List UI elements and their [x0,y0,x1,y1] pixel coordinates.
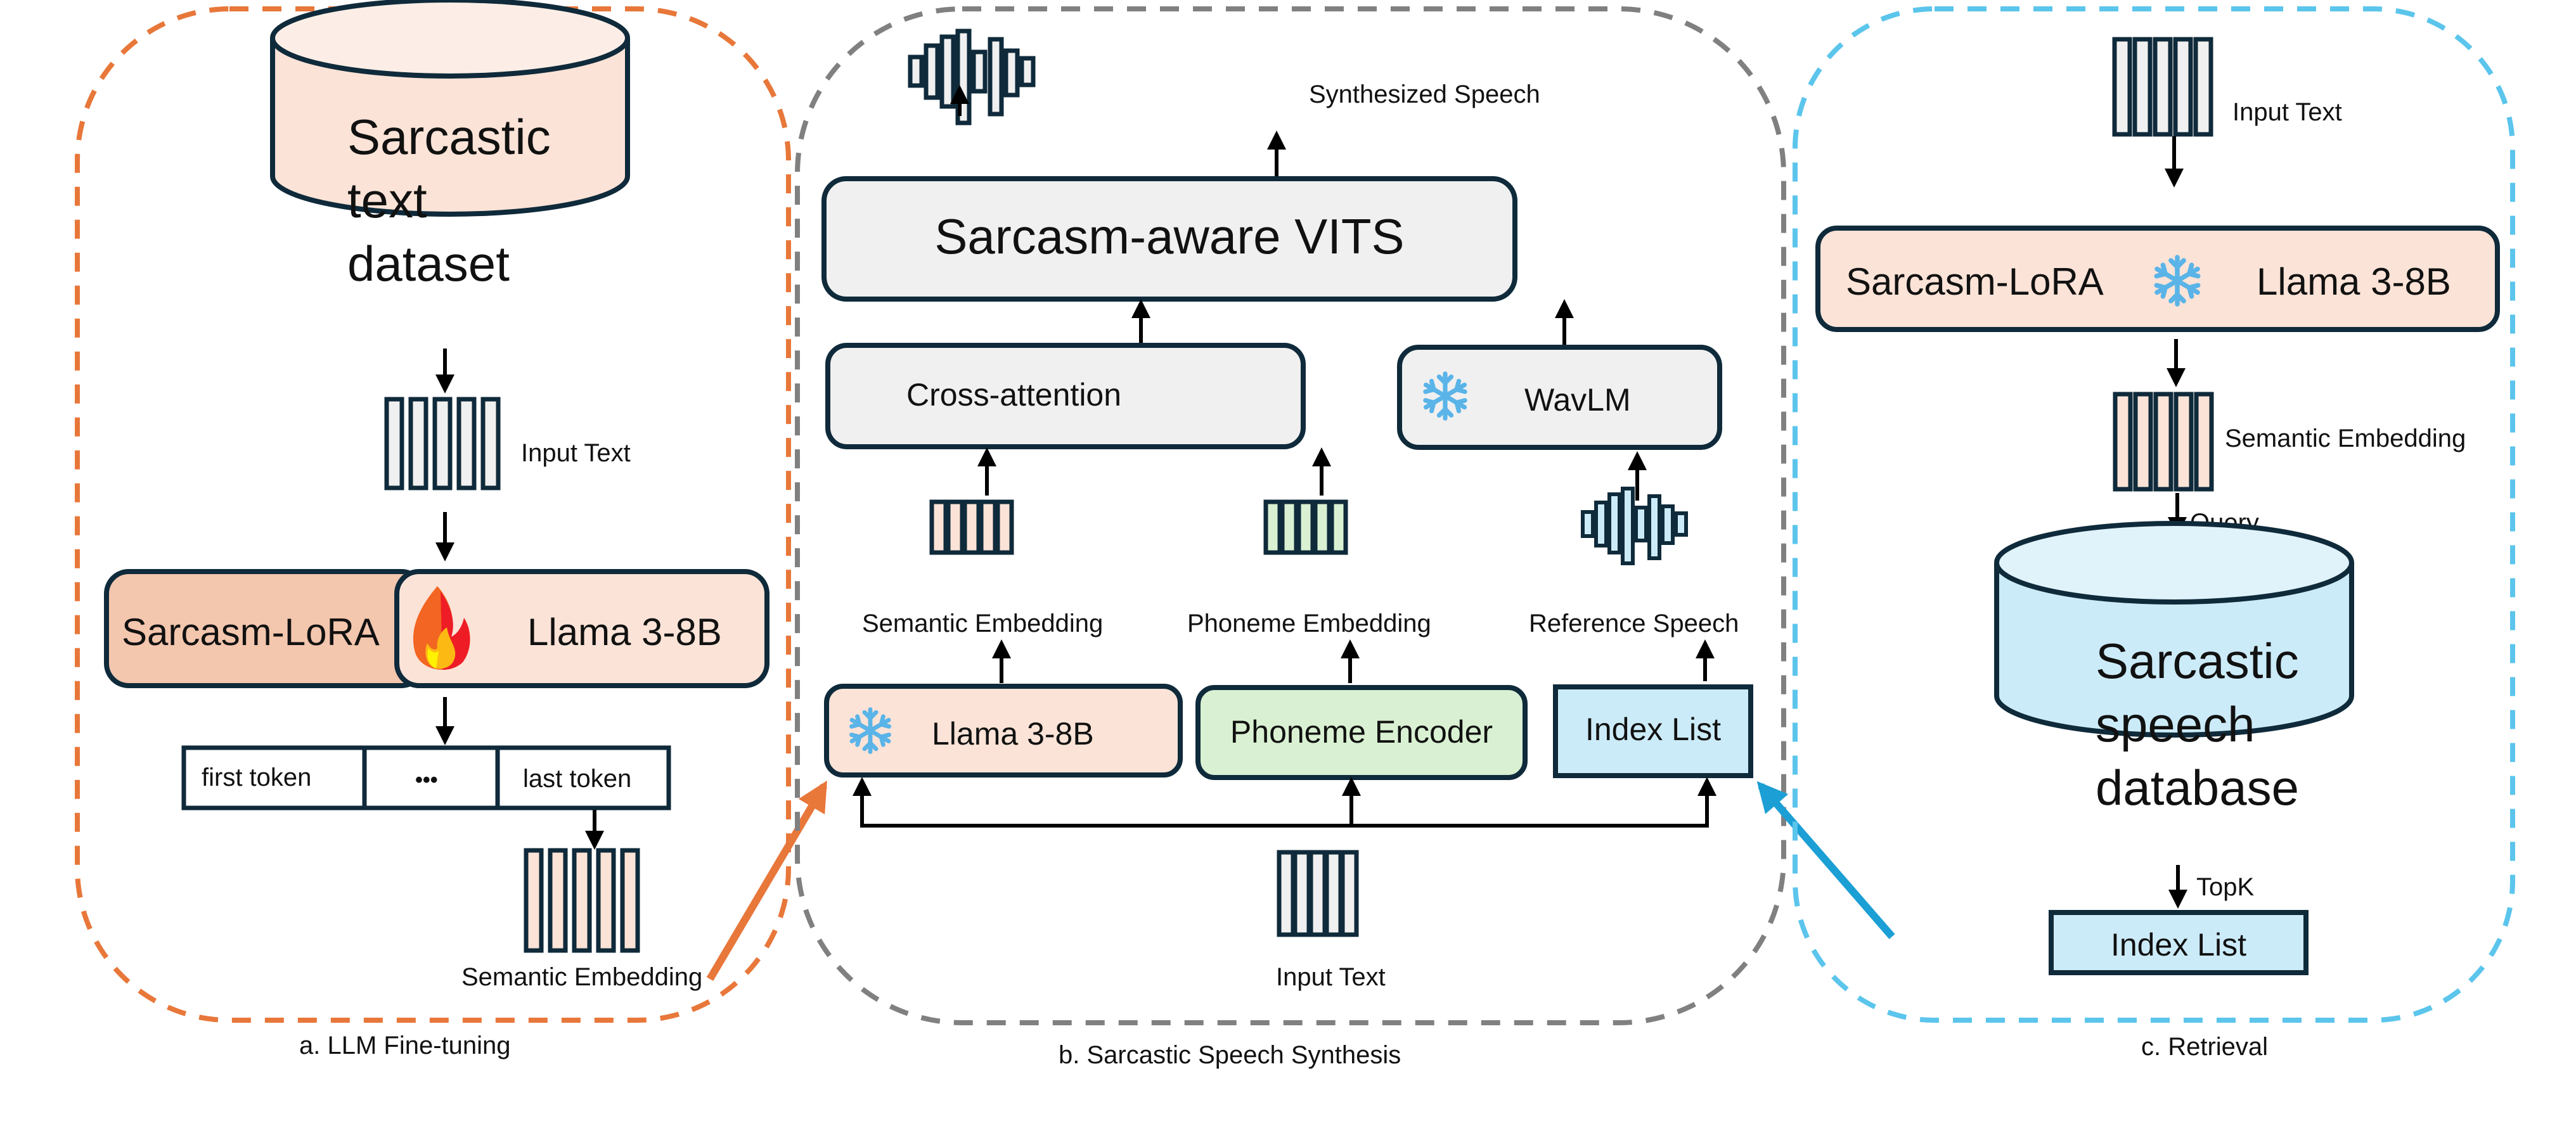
token-last-label: last token [523,765,631,793]
vits-box [821,176,1517,302]
input-text-tokens-icon [2112,37,2213,137]
sarcastic-speech-database: Sarcastic speech database [1994,521,2354,816]
panel-retrieval: Input Text Sarcasm-LoRA Llama 3-8B Seman… [1793,6,2515,1061]
vits-label: Sarcasm-aware VITS [934,208,1404,264]
input-text-label: Input Text [2232,98,2342,126]
semantic-embedding-icon [2113,392,2214,492]
token-ellipsis-label: ••• [415,768,438,792]
sarcasm-lora-llama-box [1815,226,2500,332]
index-list-box [2049,910,2309,975]
token-cell-first [181,745,367,810]
phoneme-encoder-label: Phoneme Encoder [1230,714,1493,750]
phoneme-embedding-icon [1263,499,1348,555]
panel-sarcastic-speech-synthesis: Synthesized Speech Sarcasm-aware VITS Cr… [795,6,1786,1069]
wavlm-label: WavLM [1524,382,1631,418]
input-text-label: Input Text [521,439,631,467]
synthesized-speech-label: Synthesized Speech [1309,80,1540,108]
arrow-embedding-to-synthesis [706,780,828,982]
index-list-label: Index List [2111,927,2246,963]
cross-attention-box [825,343,1306,449]
input-text-tokens-icon [1277,850,1359,937]
token-cell-last [495,745,671,810]
semantic-embedding-icon [929,499,1014,555]
input-distribution-lines [853,777,1716,828]
input-text-label: Input Text [1276,963,1386,991]
sarcasm-lora-label: Sarcasm-LoRA [1846,260,2104,303]
token-first-label: first token [202,764,311,791]
synthesized-speech-waveform-icon [908,29,1036,125]
reference-speech-label: Reference Speech [1529,610,1739,637]
dataset-label-line-3: dataset [347,236,510,291]
lora-llama-block: Sarcasm-LoRA Llama 3-8B [104,569,770,688]
phoneme-encoder-box [1195,685,1528,780]
llama-label: Llama 3-8B [2257,260,2451,303]
sarcasm-lora-label: Sarcasm-LoRA [122,611,380,653]
fire-icon [413,586,470,670]
phoneme-embedding-label: Phoneme Embedding [1187,610,1431,637]
cross-attention-label: Cross-attention [906,377,1121,413]
reference-speech-waveform-icon [1581,487,1688,565]
wavlm-box [1397,345,1722,450]
llama-label: Llama 3-8B [932,716,1094,752]
llama-frozen-box [824,684,1183,778]
dataset-label-line-1: Sarcastic [347,109,551,165]
database-label-line-1: Sarcastic [2096,633,2299,689]
input-text-tokens-icon [384,397,501,490]
semantic-embedding-label: Semantic Embedding [2225,425,2466,452]
sarcastic-text-dataset: Sarcastic text dataset [270,0,630,291]
index-list-label: Index List [1585,712,1721,747]
semantic-embedding-icon [524,848,640,953]
panel-c-caption: c. Retrieval [2141,1033,2268,1061]
panel-llm-fine-tuning: Sarcastic text dataset Input Text Sarcas… [75,0,791,1059]
panel-b-border [795,6,1786,1025]
semantic-embedding-label: Semantic Embedding [862,610,1103,637]
panel-c-border [1793,6,2515,1023]
panel-a-caption: a. LLM Fine-tuning [299,1032,511,1059]
semantic-embedding-label: Semantic Embedding [461,963,702,991]
arrow-index-list-retrieval-to-synthesis [1756,781,1895,939]
topk-label: TopK [2196,873,2254,901]
dataset-label-line-2: text [347,172,427,228]
index-list-box [1553,684,1753,778]
database-label-line-2: speech [2096,696,2255,752]
llama-label: Llama 3-8B [527,611,722,653]
token-sequence: first token ••• last token [181,745,671,810]
database-label-line-3: database [2096,760,2299,816]
panel-b-caption: b. Sarcastic Speech Synthesis [1059,1041,1401,1069]
